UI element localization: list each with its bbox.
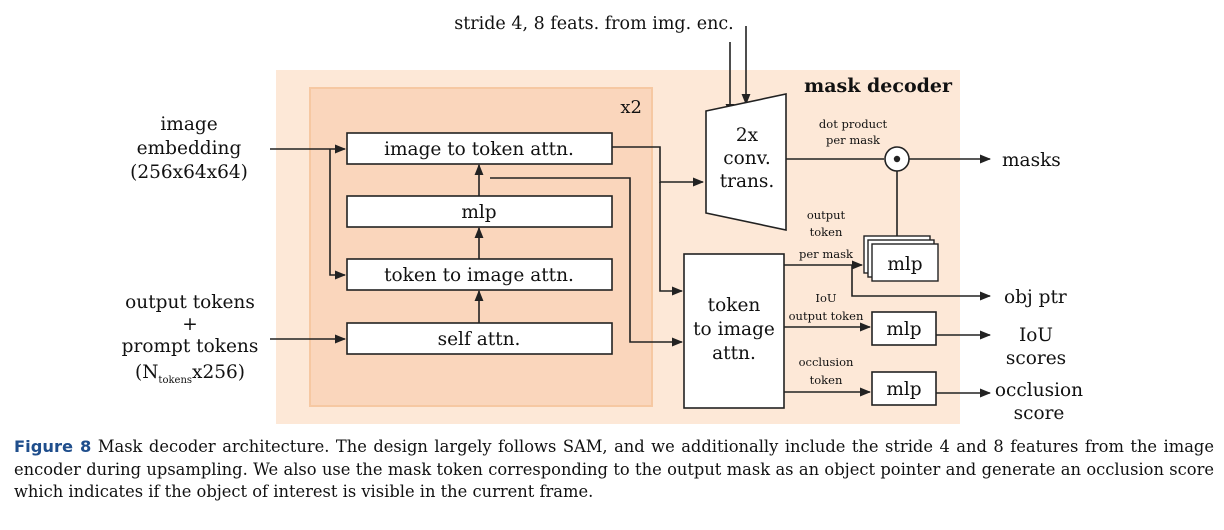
- iou-token-line-2: output token: [789, 309, 864, 323]
- image-embedding-line-2: embedding: [137, 138, 242, 159]
- conv-trans-line-2: conv.: [723, 148, 771, 169]
- output-token-line-3: per mask: [799, 247, 854, 261]
- token-path-to-big-t2i: [490, 177, 684, 347]
- figure-caption: Figure 8 Mask decoder architecture. The …: [14, 436, 1214, 504]
- conv-trans-block: [705, 93, 787, 231]
- image-embedding-line-3: (256x64x64): [130, 162, 248, 183]
- caption-label: Figure 8: [14, 437, 92, 456]
- occlusion-score-line-1: occlusion: [995, 380, 1083, 401]
- iou-mlp-label: mlp: [886, 319, 921, 340]
- occlusion-mlp-block: [871, 371, 937, 406]
- mlp-block: [346, 195, 613, 228]
- occlusion-score-line-2: score: [1014, 403, 1065, 424]
- obj-ptr-label: obj ptr: [1004, 287, 1067, 308]
- tokens-label: output tokens + prompt tokens (Ntokensx2…: [122, 292, 259, 386]
- tokens-line-3: prompt tokens: [122, 336, 259, 357]
- decoder-title: mask decoder: [804, 75, 953, 97]
- dot-product-line-2: per mask: [826, 133, 881, 147]
- self-attn-block: [346, 322, 613, 355]
- dot-product-dot: [893, 155, 901, 163]
- tokens-line-4-open: (N: [135, 362, 158, 383]
- tokens-line-4-sub: tokens: [158, 375, 192, 386]
- mlp-label: mlp: [461, 202, 496, 223]
- big-token-to-image-block: [683, 253, 785, 409]
- obj-ptr-arrow: [851, 265, 992, 301]
- big-t2i-line-3: attn.: [712, 343, 756, 364]
- output-token-line-1: output: [807, 208, 846, 222]
- image-to-token-label: image to token attn.: [384, 139, 574, 160]
- mask-mlp-stack-1: [871, 243, 939, 282]
- image-path-to-conv: [612, 146, 705, 187]
- conv-trans-line-1: 2x: [736, 125, 759, 146]
- iou-scores-line-1: IoU: [1019, 325, 1053, 346]
- top-input-label: stride 4, 8 feats. from img. enc.: [454, 14, 734, 34]
- image-embedding-line-1: image: [160, 114, 217, 135]
- image-embedding-label: image embedding (256x64x64): [130, 114, 248, 183]
- masks-label: masks: [1002, 150, 1061, 171]
- image-embedding-feed: [329, 149, 347, 280]
- image-path-to-big-t2i: [659, 182, 684, 296]
- tokens-line-4-close: x256): [192, 362, 245, 383]
- output-token-line-2: token: [810, 225, 843, 239]
- iou-mlp-block: [871, 311, 937, 346]
- tokens-line-2: +: [182, 314, 198, 335]
- self-attn-label: self attn.: [438, 329, 521, 350]
- occlusion-mlp-label: mlp: [886, 379, 921, 400]
- mask-decoder-diagram: mask decoder x2 stride 4, 8 feats. from …: [122, 14, 1083, 424]
- iou-scores-line-2: scores: [1006, 348, 1066, 369]
- repeat-label: x2: [620, 97, 642, 118]
- big-t2i-line-1: token: [708, 295, 761, 316]
- occlusion-token-line-1: occlusion: [799, 355, 854, 369]
- caption-text: Mask decoder architecture. The design la…: [14, 437, 1214, 501]
- mask-mlp-label: mlp: [887, 254, 922, 275]
- token-to-image-label: token to image attn.: [384, 265, 574, 286]
- big-t2i-line-2: to image: [693, 319, 775, 340]
- occlusion-token-line-2: token: [810, 373, 843, 387]
- iou-token-line-1: IoU: [815, 291, 836, 305]
- dot-product-line-1: dot product: [819, 117, 888, 131]
- tokens-line-4: (Ntokensx256): [135, 362, 245, 386]
- conv-trans-line-3: trans.: [720, 171, 775, 192]
- tokens-line-1: output tokens: [125, 292, 255, 313]
